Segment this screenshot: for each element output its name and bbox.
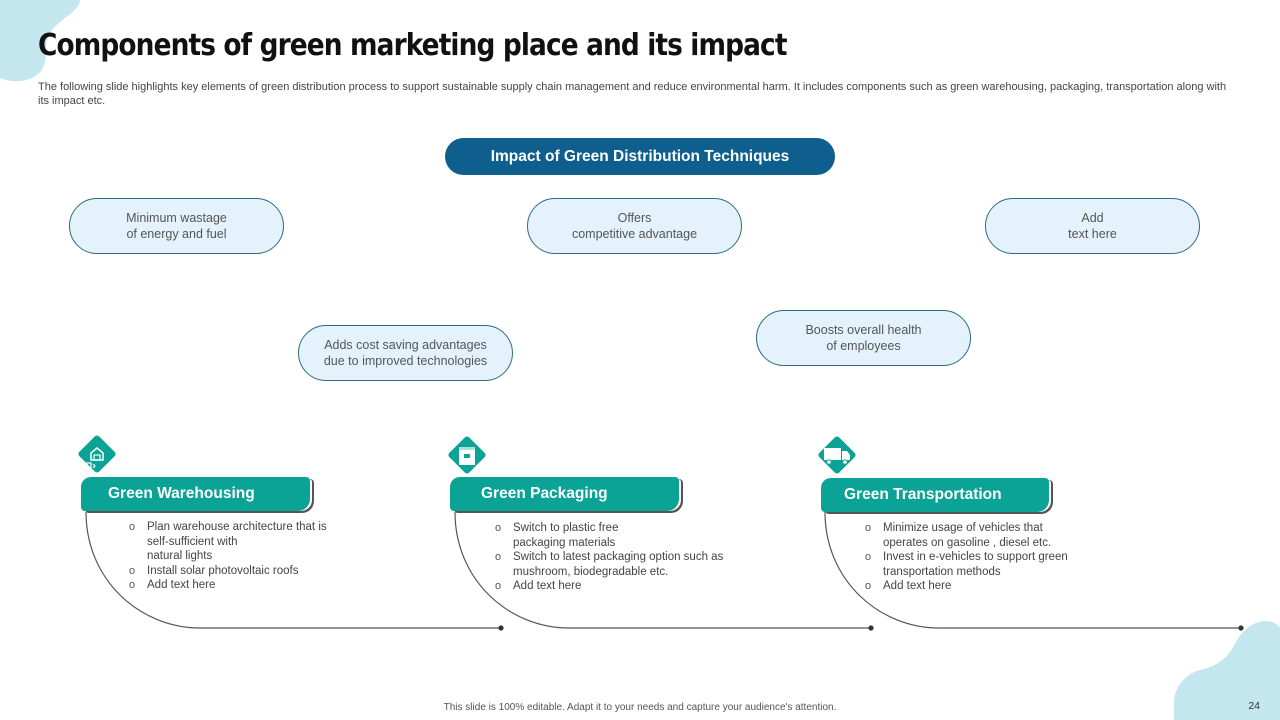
- connector-transportation: [824, 511, 1241, 629]
- component-banner-packaging: Green Packaging: [450, 477, 679, 511]
- connector-warehousing: [85, 511, 501, 629]
- impact-pill-text: Add text here: [1068, 211, 1117, 241]
- slide-description: The following slide highlights key eleme…: [38, 81, 1227, 107]
- impact-pill-text: Boosts overall health of employees: [805, 323, 922, 353]
- impact-pill-energy: Minimum wastage of energy and fuel: [69, 198, 284, 254]
- warehousing-bullets: Plan warehouse architecture that is self…: [129, 520, 369, 593]
- page-number: 24: [1248, 700, 1260, 712]
- impact-pill-text: Offers competitive advantage: [571, 211, 698, 241]
- slide-title: Components of green marketing place and …: [38, 28, 787, 63]
- delivery-truck-icon: [816, 434, 858, 476]
- transportation-bullets: Minimize usage of vehicles that operates…: [865, 521, 1125, 594]
- impact-pill-cost-saving: Adds cost saving advantages due to impro…: [298, 325, 513, 381]
- warehouse-icon: [76, 433, 118, 475]
- connector-end-dot: [1238, 625, 1244, 631]
- impact-pill-add-text: Add text here: [985, 198, 1200, 254]
- list-item: Invest in e-vehicles to support green tr…: [865, 550, 1125, 579]
- connector-end-dot: [868, 625, 874, 631]
- list-item: Add text here: [495, 579, 765, 594]
- list-item: Install solar photovoltaic roofs: [129, 564, 369, 579]
- impact-header: Impact of Green Distribution Techniques: [445, 138, 835, 175]
- component-banner-warehousing: Green Warehousing: [81, 477, 310, 511]
- impact-pill-advantage: Offers competitive advantage: [527, 198, 742, 254]
- connector-end-dot: [498, 625, 504, 631]
- list-item: Add text here: [865, 579, 1125, 594]
- list-item: Switch to latest packaging option such a…: [495, 550, 765, 579]
- component-banner-transportation: Green Transportation: [821, 478, 1049, 512]
- impact-pill-text: Minimum wastage of energy and fuel: [126, 211, 227, 241]
- list-item: Plan warehouse architecture that is self…: [129, 520, 369, 564]
- impact-pill-text: Adds cost saving advantages due to impro…: [323, 338, 488, 368]
- slide-footer: This slide is 100% editable. Adapt it to…: [443, 702, 837, 713]
- impact-pill-health: Boosts overall health of employees: [756, 310, 971, 366]
- connector-packaging: [454, 511, 871, 629]
- list-item: Minimize usage of vehicles that operates…: [865, 521, 1125, 550]
- decorative-blob-top-left: [0, 0, 80, 82]
- packaging-bullets: Switch to plastic free packaging materia…: [495, 521, 765, 594]
- list-item: Add text here: [129, 578, 369, 593]
- package-box-icon: [446, 434, 488, 476]
- decorative-blob-bottom-right: [1174, 620, 1280, 720]
- list-item: Switch to plastic free packaging materia…: [495, 521, 765, 550]
